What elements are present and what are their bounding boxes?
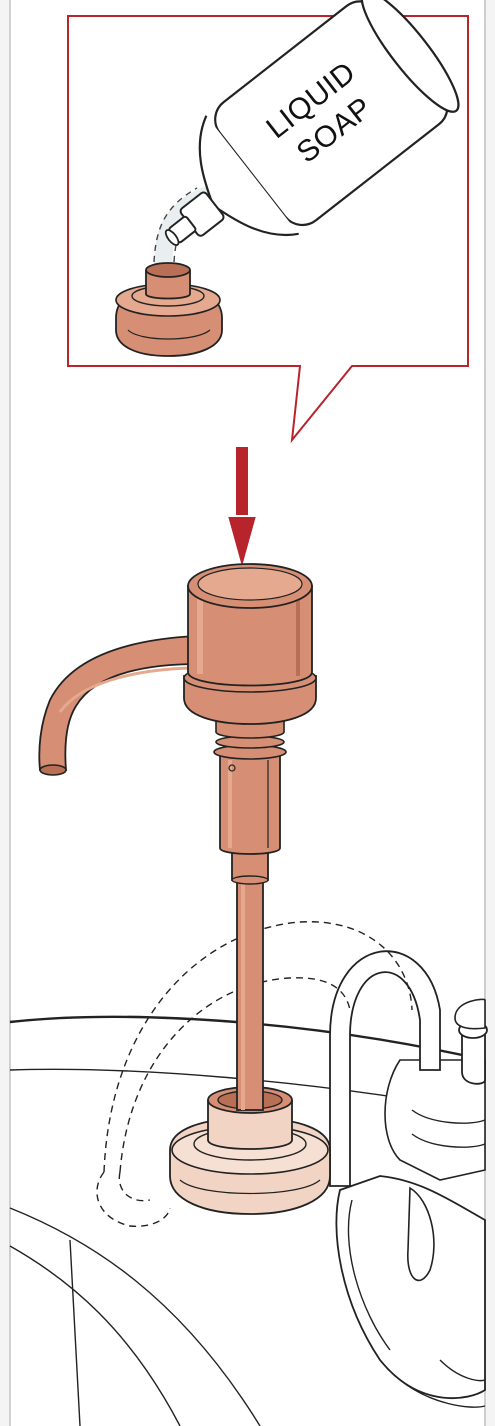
soap-pump-icon (38, 563, 317, 1111)
soap-bottle-icon: LIQUID SOAP (164, 0, 460, 246)
kitchen-faucet-icon (9, 950, 488, 1426)
callout-pump-base-icon (115, 262, 223, 357)
pump-base-icon (169, 1086, 331, 1215)
left-margin-band (0, 0, 10, 1426)
right-margin-band (485, 0, 495, 1426)
down-arrow-icon (225, 447, 259, 574)
